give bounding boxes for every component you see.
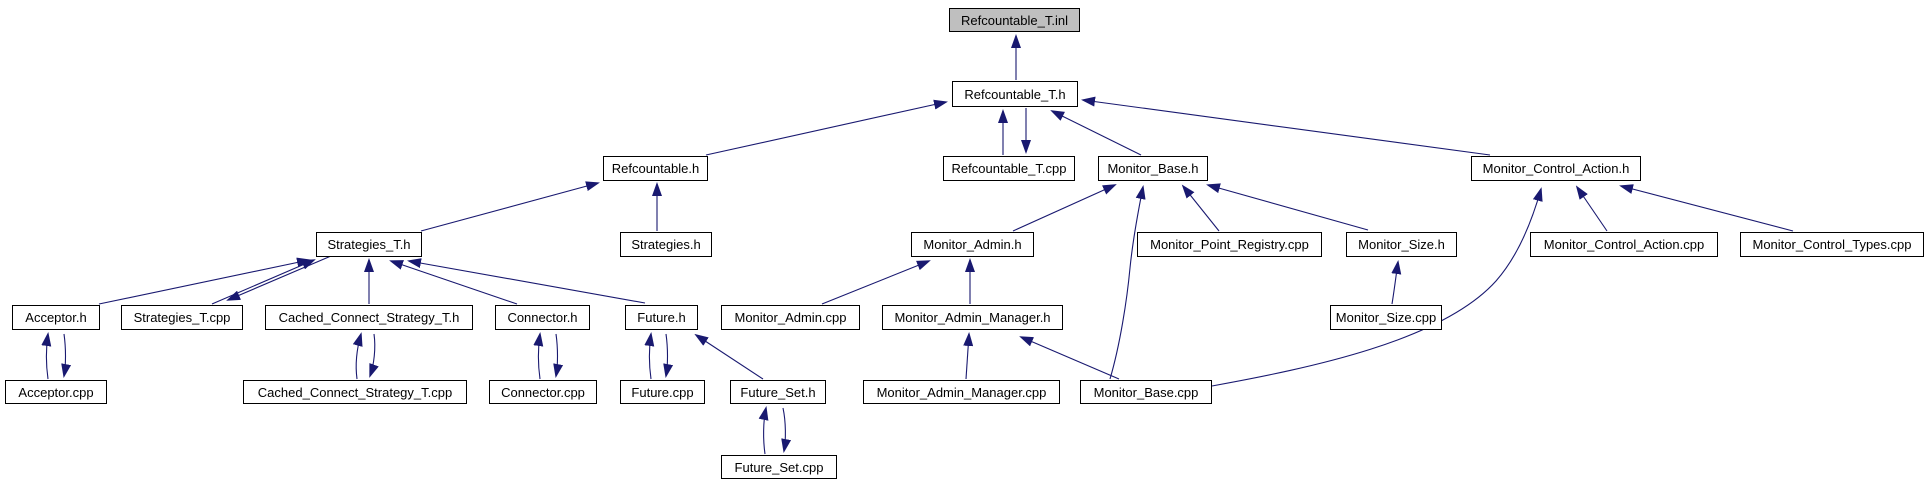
edge-Connector.h-to-Strategies_T.h (389, 260, 518, 305)
node-Cached_Connect_Strategy_T.cpp[interactable]: Cached_Connect_Strategy_T.cpp (243, 380, 467, 404)
edge-Monitor_Base.cpp-to-Monitor_Admin_Manager.h (1019, 336, 1120, 380)
edge-Monitor_Base.cpp-to-Monitor_Control_Action.h (1211, 187, 1543, 387)
node-Monitor_Admin.h[interactable]: Monitor_Admin.h (911, 232, 1034, 257)
node-Refcountable_T.inl: Refcountable_T.inl (949, 8, 1080, 32)
edge-Connector.h-to-Connector.cpp (553, 333, 564, 378)
edge-Monitor_Admin.h-to-Monitor_Base.h (1012, 184, 1117, 232)
node-Future.cpp[interactable]: Future.cpp (620, 380, 705, 404)
edge-Connector.cpp-to-Connector.h (533, 332, 544, 380)
edge-Acceptor.h-to-Strategies_T.h (98, 257, 311, 305)
node-Acceptor.cpp[interactable]: Acceptor.cpp (5, 380, 107, 404)
node-Monitor_Control_Action.h[interactable]: Monitor_Control_Action.h (1471, 156, 1641, 181)
edge-Cached_Connect_Strategy_T.cpp-to-Cached_Connect_Strategy_T.h (352, 332, 363, 380)
node-Monitor_Point_Registry.cpp[interactable]: Monitor_Point_Registry.cpp (1137, 232, 1322, 257)
node-Strategies_T.h[interactable]: Strategies_T.h (316, 232, 422, 257)
node-Future_Set.h[interactable]: Future_Set.h (730, 380, 826, 404)
node-Monitor_Admin_Manager.cpp[interactable]: Monitor_Admin_Manager.cpp (863, 380, 1060, 404)
edge-Refcountable.h-to-Refcountable_T.h (705, 99, 948, 156)
node-Monitor_Size.cpp[interactable]: Monitor_Size.cpp (1330, 305, 1442, 330)
edge-Strategies_T.cpp-to-Strategies_T.h (211, 259, 316, 305)
edge-Monitor_Point_Registry.cpp-to-Monitor_Base.h (1181, 184, 1220, 232)
node-Future.h[interactable]: Future.h (625, 305, 698, 330)
edge-Future_Set.h-to-Future.h (694, 333, 764, 380)
edge-Future_Set.h-to-Future_Set.cpp (781, 407, 792, 453)
edge-Acceptor.h-to-Acceptor.cpp (61, 333, 72, 378)
node-Strategies.h[interactable]: Strategies.h (620, 232, 712, 257)
edge-Future.h-to-Future.cpp (663, 333, 674, 378)
edge-Monitor_Control_Action.cpp-to-Monitor_Control_Action.h (1575, 185, 1608, 232)
node-Monitor_Admin.cpp[interactable]: Monitor_Admin.cpp (721, 305, 860, 330)
edge-Strategies_T.h-to-Strategies_T.cpp (226, 255, 332, 301)
node-Refcountable_T.cpp[interactable]: Refcountable_T.cpp (943, 156, 1075, 181)
edge-Monitor_Base.cpp-to-Monitor_Base.h (1109, 185, 1146, 380)
node-Connector.h[interactable]: Connector.h (495, 305, 590, 330)
edge-Monitor_Admin.cpp-to-Monitor_Admin.h (821, 260, 931, 305)
node-Monitor_Control_Types.cpp[interactable]: Monitor_Control_Types.cpp (1740, 232, 1924, 257)
edge-Monitor_Admin_Manager.cpp-to-Monitor_Admin_Manager.h (963, 332, 974, 380)
edge-Monitor_Control_Types.cpp-to-Monitor_Control_Action.h (1619, 184, 1794, 232)
node-Refcountable_T.h[interactable]: Refcountable_T.h (952, 81, 1078, 107)
node-Monitor_Base.cpp[interactable]: Monitor_Base.cpp (1080, 380, 1212, 404)
edge-Future.h-to-Strategies_T.h (407, 258, 646, 304)
node-Monitor_Admin_Manager.h[interactable]: Monitor_Admin_Manager.h (882, 305, 1063, 330)
node-Refcountable.h[interactable]: Refcountable.h (603, 156, 708, 181)
edge-Monitor_Control_Action.h-to-Refcountable_T.h (1081, 96, 1491, 156)
node-Cached_Connect_Strategy_T.h[interactable]: Cached_Connect_Strategy_T.h (265, 305, 473, 330)
edge-Cached_Connect_Strategy_T.h-to-Cached_Connect_Strategy_T.cpp (369, 333, 379, 378)
edge-Strategies_T.h-to-Refcountable.h (420, 181, 600, 232)
node-Acceptor.h[interactable]: Acceptor.h (12, 305, 100, 330)
edge-Monitor_Size.cpp-to-Monitor_Size.h (1391, 260, 1402, 305)
node-Monitor_Base.h[interactable]: Monitor_Base.h (1098, 156, 1208, 181)
node-Connector.cpp[interactable]: Connector.cpp (489, 380, 597, 404)
node-Monitor_Size.h[interactable]: Monitor_Size.h (1346, 232, 1457, 257)
edge-Future_Set.cpp-to-Future_Set.h (758, 406, 769, 455)
edge-Future.cpp-to-Future.h (644, 332, 655, 380)
edge-Acceptor.cpp-to-Acceptor.h (41, 332, 52, 380)
node-Monitor_Control_Action.cpp[interactable]: Monitor_Control_Action.cpp (1530, 232, 1718, 257)
node-Future_Set.cpp[interactable]: Future_Set.cpp (721, 455, 837, 479)
edge-Monitor_Base.h-to-Refcountable_T.h (1050, 110, 1142, 156)
edge-Monitor_Size.h-to-Monitor_Base.h (1206, 183, 1369, 231)
node-Strategies_T.cpp[interactable]: Strategies_T.cpp (121, 305, 243, 330)
